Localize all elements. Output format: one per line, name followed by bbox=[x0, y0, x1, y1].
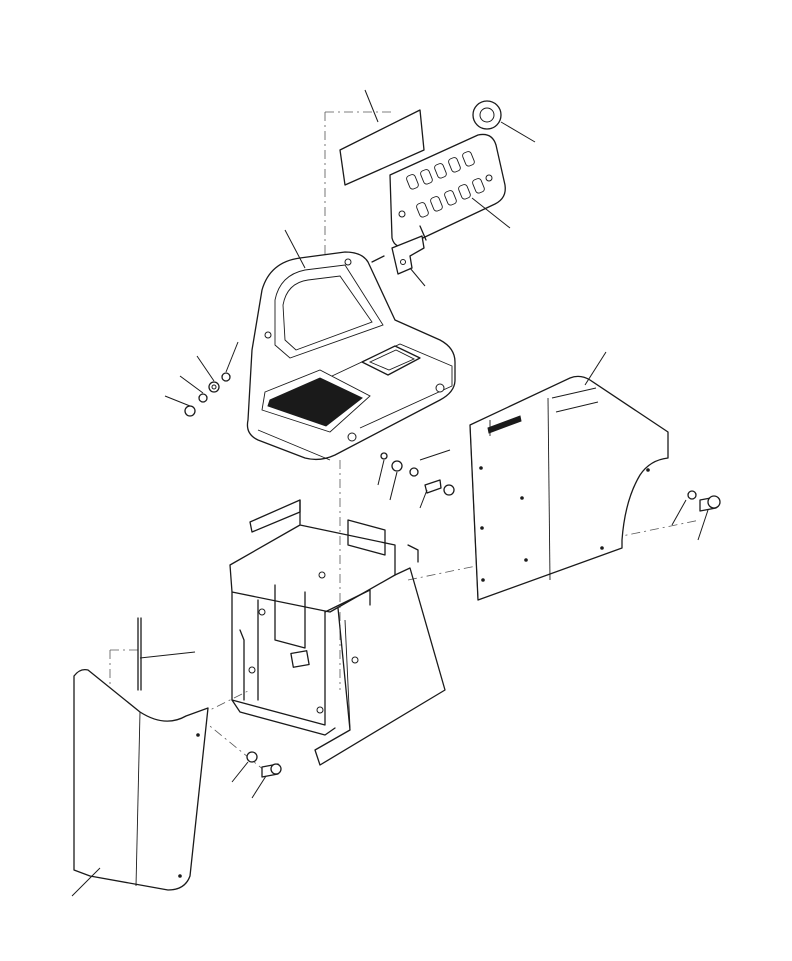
mounting-bracket bbox=[371, 225, 427, 287]
console-frame bbox=[229, 499, 446, 766]
ring-grommet bbox=[472, 100, 536, 143]
console-cover bbox=[246, 229, 456, 461]
side-cover-right bbox=[469, 351, 721, 601]
lower-front-cover bbox=[71, 617, 282, 897]
console-fasteners bbox=[164, 341, 455, 509]
label-plate bbox=[339, 89, 425, 186]
